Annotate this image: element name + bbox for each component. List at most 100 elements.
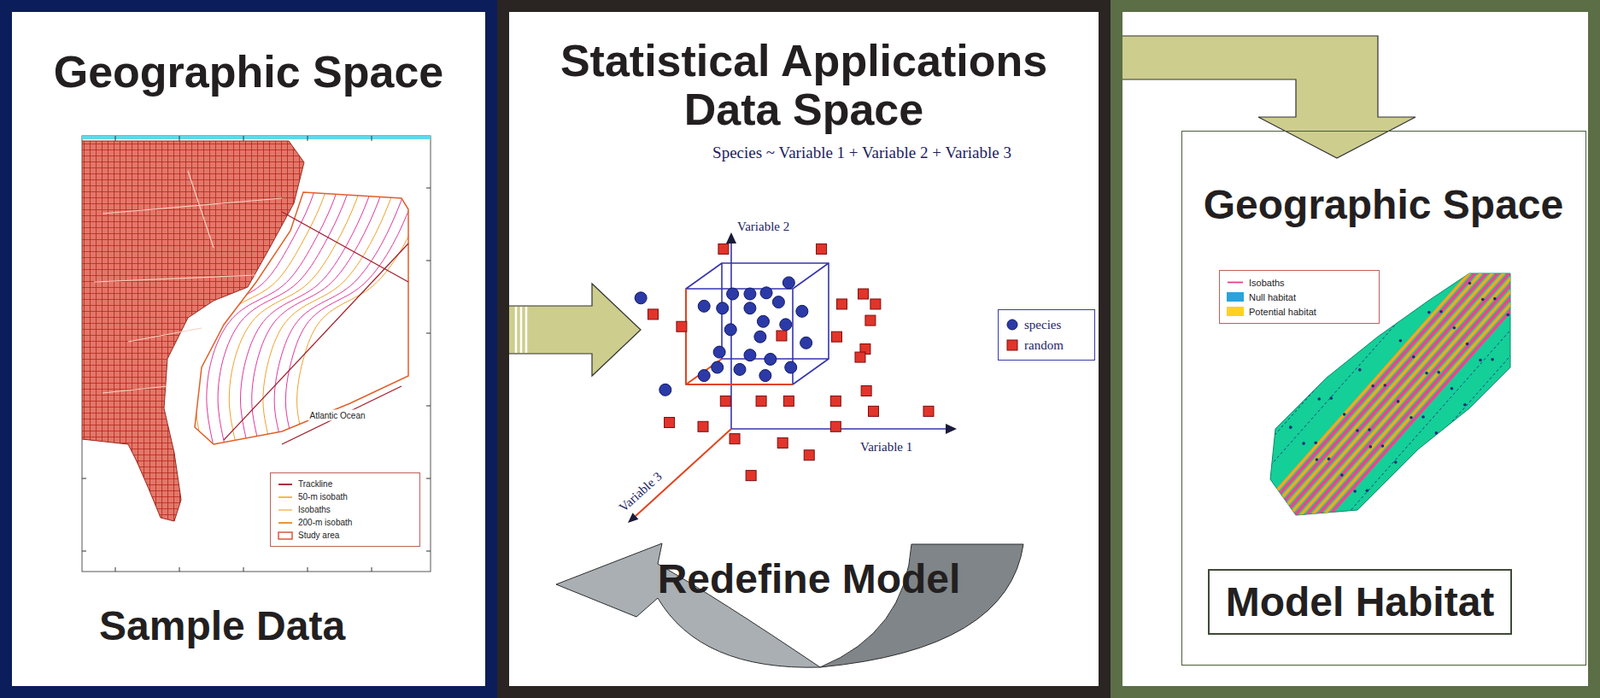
legend-swatch <box>1226 306 1244 317</box>
legend-sample <box>277 492 294 502</box>
sighting-dot <box>1506 313 1510 317</box>
sighting-dot <box>1371 384 1375 388</box>
panel-frame <box>1116 5 1595 692</box>
random-point <box>756 395 767 406</box>
isobath-line <box>217 140 353 500</box>
sighting-dot <box>1260 454 1265 458</box>
legend-sample <box>1226 292 1244 302</box>
species-point <box>634 292 647 305</box>
species-point <box>733 363 746 376</box>
legend-label: Trackline <box>298 479 333 489</box>
legend-row: 200-m isobath <box>277 515 413 529</box>
sighting-dot <box>1385 322 1390 327</box>
sighting-dot <box>1289 425 1293 429</box>
random-point <box>729 433 740 445</box>
arrow-stripe <box>525 306 528 353</box>
sighting-dot <box>1365 488 1370 493</box>
random-point <box>923 405 934 417</box>
legend-sample <box>277 505 294 515</box>
axis-arrowhead <box>726 232 737 244</box>
block-arrow <box>1110 35 1416 159</box>
random-point <box>830 421 841 432</box>
data-space-plot <box>627 232 957 523</box>
sighting-dot <box>1412 355 1416 359</box>
sighting-dot <box>1481 298 1485 302</box>
text-slot: Model Habitat <box>1209 570 1511 633</box>
axis-label: Variable 1 <box>860 439 913 455</box>
species-point <box>724 323 737 336</box>
legend-row: Trackline <box>277 477 413 491</box>
legend-label: species <box>1024 317 1061 333</box>
study-area-outline <box>194 192 409 445</box>
legend-label: 50-m isobath <box>298 492 348 502</box>
legend-sample <box>1005 338 1020 352</box>
sighting-dot <box>1468 281 1472 286</box>
random-point <box>697 421 709 432</box>
panel-caption: Sample Data <box>99 602 458 650</box>
legend-line-sample <box>278 521 293 524</box>
legend-label: random <box>1024 338 1064 353</box>
random-point <box>865 315 876 326</box>
axis-label: Variable 3 <box>616 468 666 516</box>
species-point <box>759 369 772 382</box>
random-point <box>867 405 879 417</box>
species-point <box>764 352 777 365</box>
species-point <box>716 302 729 315</box>
sighting-dot <box>1436 370 1441 375</box>
legend-label: Isobaths <box>298 504 331 515</box>
legend-line-sample <box>278 496 293 499</box>
random-point <box>836 298 847 310</box>
random-point <box>647 309 658 320</box>
legend-label: Potential habitat <box>1248 306 1317 317</box>
map-frame <box>82 135 431 572</box>
arrow-stripe <box>520 306 523 353</box>
habitat-stripe <box>1231 208 1539 554</box>
sighting-dot <box>1493 297 1497 301</box>
species-points <box>634 276 813 396</box>
axis-label: Variable 2 <box>737 219 790 235</box>
axis-arrowhead <box>627 512 639 523</box>
random-point <box>745 470 757 481</box>
connector-group <box>1110 35 1416 159</box>
sighting-dot <box>1414 294 1419 299</box>
random-point <box>870 298 881 310</box>
legend-sample <box>277 531 294 540</box>
sighting-dot <box>1340 473 1344 477</box>
sighting-dot <box>1453 326 1457 330</box>
random-point <box>783 395 794 406</box>
input-panel: Geographic SpaceSample Data <box>0 0 498 698</box>
species-point <box>744 302 757 315</box>
sighting-dot <box>1369 445 1373 449</box>
isobath-line <box>263 140 399 500</box>
random-point <box>831 331 842 342</box>
panel-title: Geographic Space <box>11 46 486 99</box>
sighting-dot <box>1367 427 1372 432</box>
sighting-dot <box>1353 489 1357 493</box>
species-point <box>796 304 809 317</box>
species-point <box>800 336 813 349</box>
sighting-dot <box>1381 444 1385 448</box>
species-point <box>756 315 769 328</box>
sighting-dot <box>1465 342 1470 346</box>
sighting-dot <box>1463 403 1467 407</box>
sighting-dot <box>1519 329 1524 334</box>
legend-row: Isobaths <box>277 503 413 516</box>
sighting-dot <box>1330 396 1334 400</box>
habitat-stripe <box>1234 211 1542 557</box>
species-point <box>697 299 710 312</box>
box-label: Model Habitat <box>1225 578 1495 626</box>
data-cube-edges <box>685 288 793 385</box>
species-point <box>697 369 710 382</box>
legend-label: Isobaths <box>1248 277 1285 288</box>
species-point <box>772 296 785 309</box>
isobath-line <box>252 140 387 500</box>
habitat-map <box>1196 177 1600 617</box>
random-point <box>803 450 815 461</box>
random-points <box>647 243 934 481</box>
species-point <box>711 361 724 374</box>
legend-label: 200-m isobath <box>298 517 352 528</box>
land-area <box>82 140 305 522</box>
random-point <box>776 330 787 341</box>
sighting-dot <box>1439 310 1443 314</box>
